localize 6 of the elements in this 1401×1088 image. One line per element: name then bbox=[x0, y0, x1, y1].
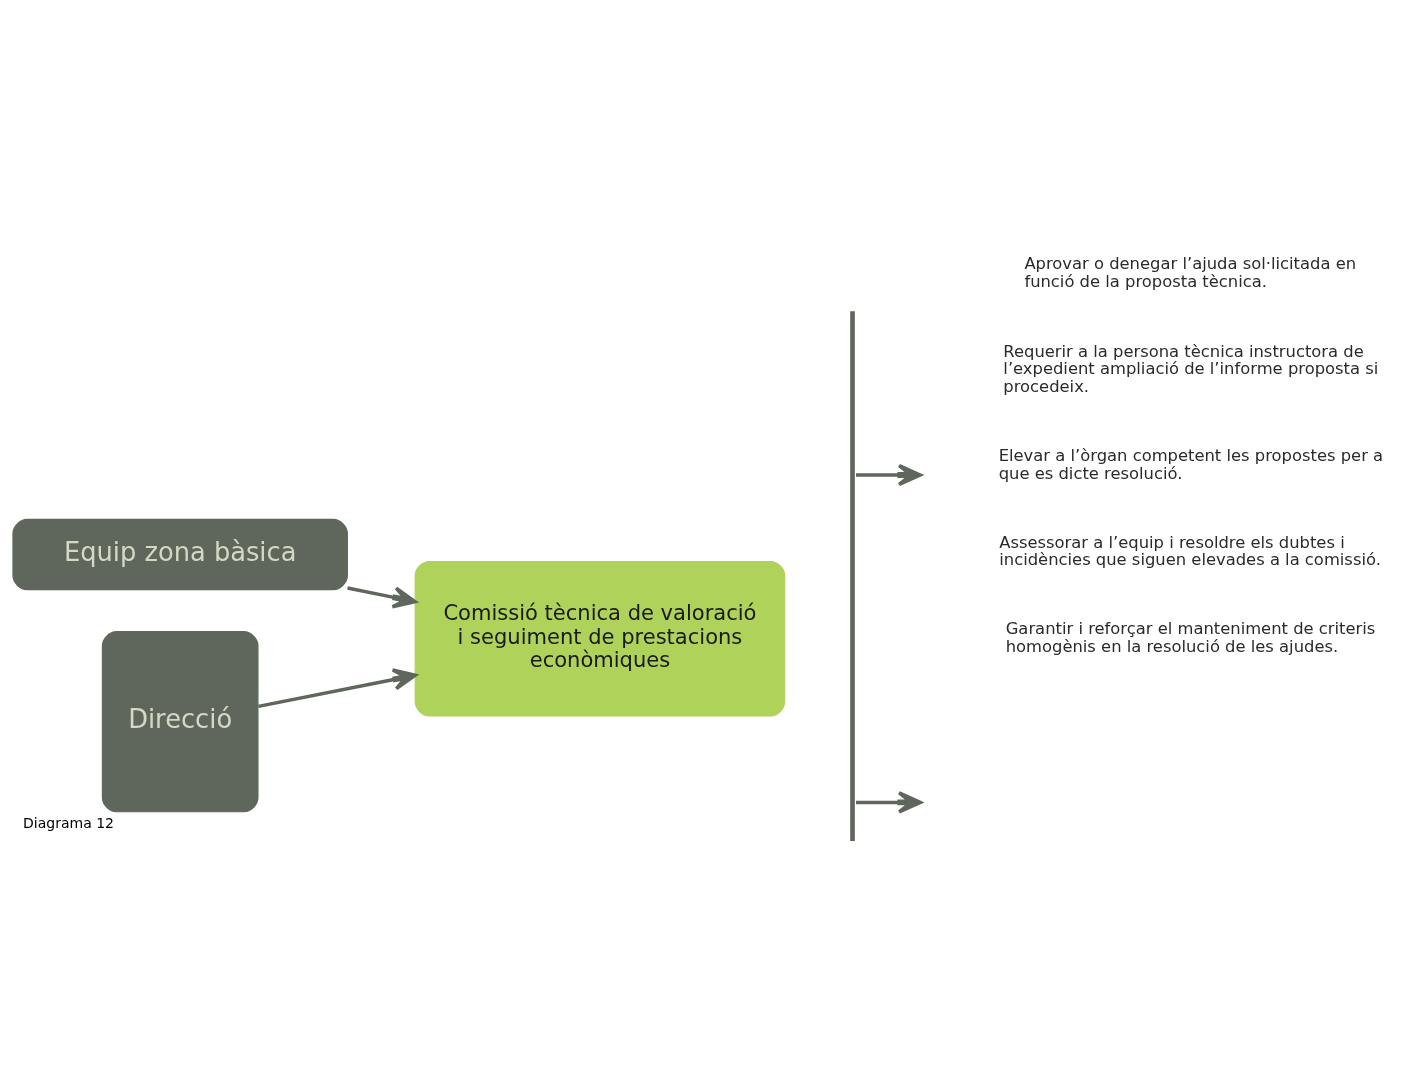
caption: Diagrama 12 bbox=[22, 814, 115, 831]
label: Aprovar o denegar l’ajuda sol·licitada en funció de la proposta tècnica. bbox=[1024, 254, 1357, 291]
label: Elevar a l’òrgan competent les propostes per a que es dicte resolució. bbox=[998, 446, 1384, 483]
label: Garantir i reforçar el manteniment de criteris homogènis en la resolució de les ajudes. bbox=[1005, 619, 1376, 656]
label: Assessorar a l’equip i resoldre els dubtes i incidències que siguen elevades a la comissió. bbox=[999, 532, 1381, 570]
label: Requerir a la persona tècnica instructora de l’expedient ampliació de l’informe proposta si procedeix. bbox=[1003, 341, 1379, 396]
